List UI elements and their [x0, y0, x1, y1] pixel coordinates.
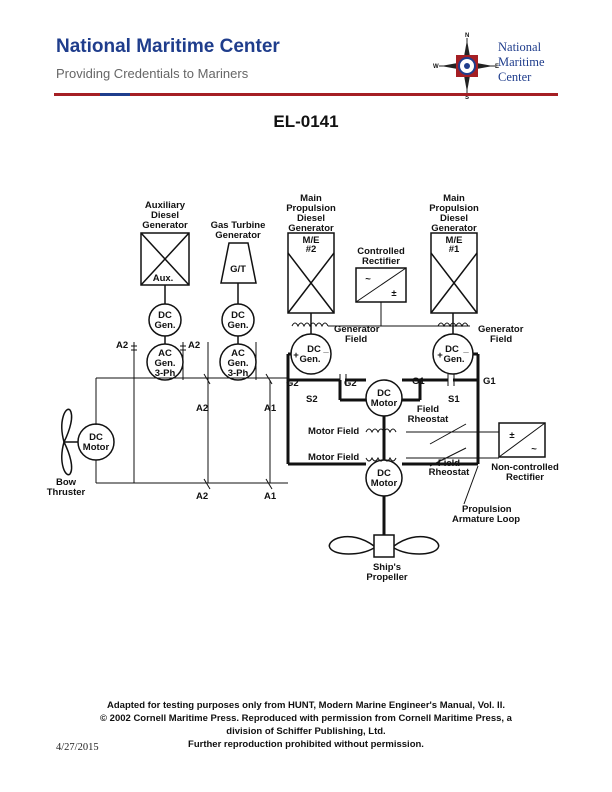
main-prop-2-label-2: Propulsion — [286, 203, 336, 214]
gt-ac-gen-label-3: 3-Ph — [228, 368, 249, 379]
gen-field-right-label-2: Field — [490, 334, 512, 345]
s1-label: S1 — [448, 394, 460, 405]
main-gen-2-dc: DC — [307, 344, 321, 355]
me2-box-label-2: #2 — [306, 244, 317, 255]
a2-bus-upper: A2 — [196, 403, 208, 414]
aux-box-label: Aux. — [153, 273, 174, 284]
propulsion-loop-label-1: Propulsion — [462, 504, 512, 515]
document-date: 4/27/2015 — [56, 742, 99, 753]
lower-motor-label-2: Motor — [371, 478, 398, 489]
logo-line-3: Center — [498, 70, 532, 84]
footer-line-3: division of Schiffer Publishing, Ltd. — [226, 726, 386, 737]
motor-field-lower-label: Motor Field — [308, 452, 359, 463]
non-controlled-rect-label-2: Rectifier — [506, 472, 544, 483]
gt-ac-gen-label-2: Gen. — [227, 358, 248, 369]
gas-turbine-label-2: Generator — [215, 230, 261, 241]
ships-propeller-label-1: Ship's — [373, 562, 401, 573]
footer-line-2: © 2002 Cornell Maritime Press. Reproduce… — [100, 713, 512, 724]
main-engine-1-box — [430, 232, 478, 314]
main-gen-1-gen: Gen. — [443, 354, 464, 365]
gt-box-label: G/T — [230, 264, 246, 275]
bow-thruster-label-1: Bow — [56, 477, 77, 488]
me2-box-label-1: M/E — [303, 235, 320, 246]
gen-field-right-label-1: Generator — [478, 324, 524, 335]
field-rheostat-1-label-2: Rheostat — [408, 414, 449, 425]
g1-left: G1 — [412, 376, 425, 387]
gen-field-left-label-2: Field — [345, 334, 367, 345]
aux-gen-label-1: Auxiliary — [145, 200, 186, 211]
g1-right: G1 — [483, 376, 496, 387]
aux-ac-gen-label-1: AC — [158, 348, 172, 359]
controlled-rect-label-1: Controlled — [357, 246, 405, 257]
controlled-rect-label-2: Rectifier — [362, 256, 400, 267]
footer-line-4: Further reproduction prohibited without … — [188, 739, 424, 750]
field-rheostat-1-label-1: Field — [417, 404, 439, 415]
me1-box-label-1: M/E — [446, 235, 463, 246]
non-controlled-rect-pm: ± — [509, 430, 514, 441]
gas-turbine-box — [220, 242, 257, 284]
non-controlled-rectifier-box — [498, 422, 546, 458]
main-prop-2-label-1: Main — [300, 193, 322, 204]
a2-left: A2 — [116, 340, 128, 351]
main-gen-2-minus: _ — [322, 344, 329, 355]
footer-line-1: Adapted for testing purposes only from H… — [107, 700, 505, 711]
main-gen-2-plus: + — [293, 350, 299, 361]
field-rheostat-2-label-2: Rheostat — [429, 467, 470, 478]
field-rheostat-2-label-1: Field — [438, 458, 460, 469]
a2-bus-lower: A2 — [196, 491, 208, 502]
aux-ac-gen-label-2: Gen. — [154, 358, 175, 369]
document-id: EL-0141 — [273, 112, 339, 131]
a1-bus-lower: A1 — [264, 491, 277, 502]
gas-turbine-label-1: Gas Turbine — [211, 220, 266, 231]
logo-line-2: Maritime — [498, 55, 545, 69]
aux-ac-gen-label-3: 3-Ph — [155, 368, 176, 379]
main-prop-1-label-1: Main — [443, 193, 465, 204]
bow-motor-label-1: DC — [89, 432, 103, 443]
bow-thruster-label-2: Thruster — [47, 487, 86, 498]
g2-right: G2 — [344, 378, 357, 389]
footer-credits: Adapted for testing purposes only from H… — [60, 699, 552, 751]
logo-text: National Maritime Center — [498, 40, 545, 85]
main-prop-1-label-3: Diesel — [440, 213, 468, 224]
ships-propeller-label-2: Propeller — [366, 572, 407, 583]
non-controlled-rect-tilde: ~ — [531, 444, 537, 455]
main-gen-1-dc: DC — [445, 344, 459, 355]
header-divider — [54, 93, 558, 96]
site-subtitle: Providing Credentials to Mariners — [56, 66, 249, 81]
a2-mid: A2 — [188, 340, 200, 351]
logo-line-1: National — [498, 40, 542, 54]
gt-dc-gen-label-2: Gen. — [227, 320, 248, 331]
g2-left: G2 — [286, 378, 299, 389]
main-gen-1-plus: + — [437, 350, 443, 361]
propulsion-loop-label-2: Armature Loop — [452, 514, 520, 525]
gen-field-left-label-1: Generator — [334, 324, 380, 335]
aux-gen-label-2: Diesel — [151, 210, 179, 221]
a1-bus-upper: A1 — [264, 403, 277, 414]
upper-motor-label-2: Motor — [371, 398, 398, 409]
header-divider-accent — [100, 93, 130, 96]
gt-dc-gen-label-1: DC — [231, 310, 245, 321]
controlled-rect-pm: ± — [391, 288, 396, 299]
controlled-rect-tilde: ~ — [365, 274, 371, 285]
aux-dc-gen-label-1: DC — [158, 310, 172, 321]
main-prop-1-label-2: Propulsion — [429, 203, 479, 214]
bow-motor-label-2: Motor — [83, 442, 110, 453]
main-gen-1-minus: _ — [462, 344, 469, 355]
propeller-hub — [373, 534, 395, 558]
aux-dc-gen-label-2: Gen. — [154, 320, 175, 331]
motor-field-upper-label: Motor Field — [308, 426, 359, 437]
site-title: National Maritime Center — [56, 36, 280, 57]
main-gen-2-gen: Gen. — [299, 354, 320, 365]
non-controlled-rect-label-1: Non-controlled — [491, 462, 559, 473]
aux-gen-label-3: Generator — [142, 220, 188, 231]
upper-motor-label-1: DC — [377, 388, 391, 399]
lower-motor-label-1: DC — [377, 468, 391, 479]
main-prop-2-label-3: Diesel — [297, 213, 325, 224]
main-prop-2-label-4: Generator — [288, 223, 334, 234]
gt-ac-gen-label-1: AC — [231, 348, 245, 359]
s2-label: S2 — [306, 394, 318, 405]
main-prop-1-label-4: Generator — [431, 223, 477, 234]
me1-box-label-2: #1 — [449, 244, 460, 255]
